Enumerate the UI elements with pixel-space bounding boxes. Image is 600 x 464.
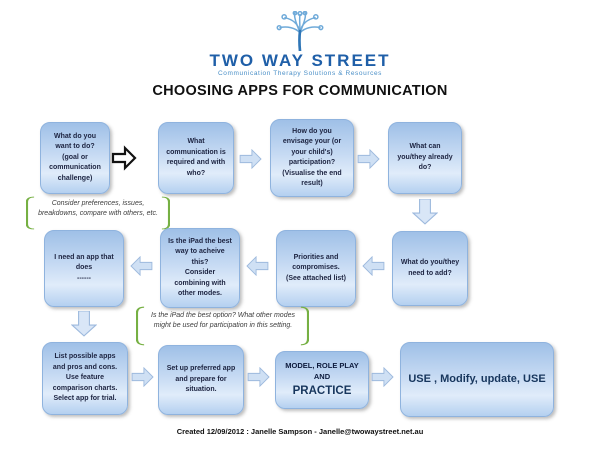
left-bracket-icon bbox=[136, 306, 145, 346]
page-title: CHOOSING APPS FOR COMMUNICATION bbox=[152, 83, 448, 99]
left-bracket-icon bbox=[26, 196, 35, 230]
arrow-right-icon bbox=[371, 367, 394, 387]
arrow-left-icon bbox=[246, 256, 269, 276]
flow-step-already-do: What can you/they already do? bbox=[388, 122, 462, 194]
flow-step-need-to-add: What do you/they need to add? bbox=[392, 231, 468, 306]
flow-step-envisage-participation: How do you envisage your (or your child'… bbox=[270, 119, 354, 197]
flow-step-need-app: I need an app that does ------ bbox=[44, 230, 124, 307]
arrow-left-icon bbox=[130, 256, 153, 276]
arrow-left-icon bbox=[362, 256, 385, 276]
flow-step-use-modify: USE , Modify, update, USE bbox=[400, 342, 554, 417]
right-bracket-icon bbox=[300, 306, 309, 346]
outlined-arrow-right-icon bbox=[111, 145, 137, 171]
tree-logo-icon bbox=[276, 11, 324, 51]
arrow-right-icon bbox=[247, 367, 270, 387]
arrow-down-icon bbox=[71, 311, 97, 337]
arrow-right-icon bbox=[357, 149, 380, 169]
flow-step-priorities: Priorities and compromises. (See attache… bbox=[276, 230, 356, 307]
arrow-right-icon bbox=[131, 367, 154, 387]
arrow-right-icon bbox=[239, 149, 262, 169]
brand-name: TWO WAY STREET bbox=[209, 51, 391, 70]
note-ipad-best-option: Is the iPad the best option? What other … bbox=[151, 312, 295, 330]
flow-step-goal: What do you want to do? (goal or communi… bbox=[40, 122, 110, 194]
note-consider-preferences: Consider preferences, issues, breakdowns… bbox=[38, 200, 158, 218]
model-line1: MODEL, ROLE PLAY AND bbox=[285, 360, 359, 381]
flow-step-communication-required: What communication is required and with … bbox=[158, 122, 234, 194]
right-bracket-icon bbox=[161, 196, 170, 230]
model-line2: PRACTICE bbox=[292, 385, 352, 398]
flow-step-setup-app: Set up preferred app and prepare for sit… bbox=[158, 345, 244, 415]
footer-credit: Created 12/09/2012 : Janelle Sampson - J… bbox=[176, 427, 424, 436]
arrow-down-icon bbox=[412, 199, 438, 225]
flow-step-ipad-best-way: Is the iPad the best way to acheive this… bbox=[160, 228, 240, 308]
flow-step-list-apps: List possible apps and pros and cons. Us… bbox=[42, 342, 128, 415]
brand-tagline: Communication Therapy Solutions & Resour… bbox=[217, 70, 383, 77]
flow-step-model-practice: MODEL, ROLE PLAY AND PRACTICE bbox=[275, 351, 369, 409]
